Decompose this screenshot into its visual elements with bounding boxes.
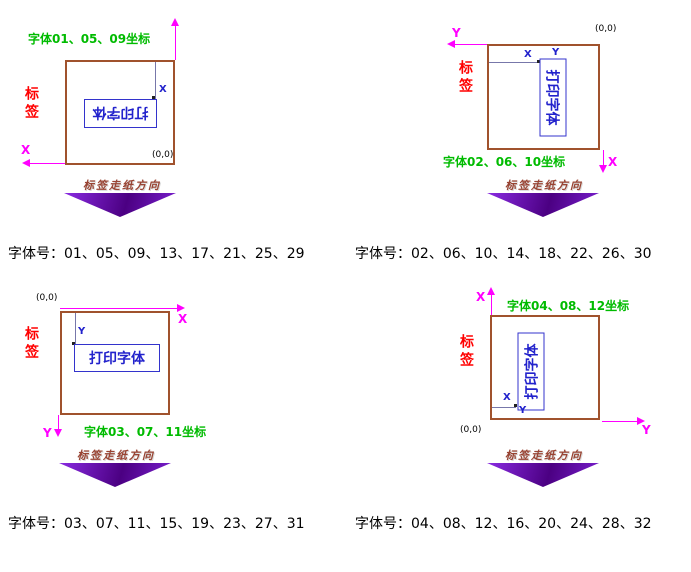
font-numbers-caption: 字体号：01、05、09、13、17、21、25、29 — [8, 246, 305, 262]
x-axis-line — [60, 308, 178, 309]
text-origin-connector-line — [492, 407, 516, 408]
y-axis-arrowhead-icon — [54, 429, 62, 437]
y-axis-arrowhead-icon — [171, 18, 179, 26]
box-y-label: Y — [519, 405, 527, 416]
origin-label: (0,0) — [595, 24, 617, 34]
font-numbers-caption: 字体号：03、07、11、15、19、23、27、31 — [8, 516, 305, 532]
x-axis-line — [603, 150, 604, 167]
x-axis-label: X — [608, 155, 618, 169]
feed-direction-label: 标签走纸方向 — [83, 179, 161, 192]
box-y-label: Y — [78, 326, 86, 337]
y-axis-arrowhead-icon — [447, 40, 455, 48]
feed-direction-label: 标签走纸方向 — [77, 449, 155, 462]
y-axis-line — [602, 421, 638, 422]
font-numbers-caption: 字体号：02、06、10、14、18、22、26、30 — [355, 246, 652, 262]
origin-label: (0,0) — [152, 150, 174, 160]
y-axis-label: Y — [452, 26, 461, 40]
y-axis-line — [455, 44, 487, 45]
label-text: 标签 — [457, 60, 473, 96]
print-text-box: 打印字体 — [74, 344, 160, 372]
font-coords-label: 字体02、06、10坐标 — [443, 155, 566, 169]
x-axis-arrowhead-icon — [177, 304, 185, 312]
x-axis-arrowhead-icon — [22, 159, 30, 167]
x-axis-label: X — [476, 290, 486, 304]
feed-direction-arrow-icon — [64, 193, 176, 217]
box-x-label: X — [524, 49, 532, 60]
box-x-label: X — [503, 392, 511, 403]
origin-label: (0,0) — [36, 293, 58, 303]
print-text-box: 打印字体 — [84, 99, 157, 128]
y-axis-label: Y — [642, 423, 651, 437]
y-axis-label: Y — [43, 426, 52, 440]
feed-direction-label: 标签走纸方向 — [505, 449, 583, 462]
x-axis-line — [491, 295, 492, 315]
feed-direction-arrow-icon — [59, 463, 171, 487]
text-origin-connector-line — [155, 62, 156, 99]
x-axis-label: X — [21, 143, 31, 157]
y-axis-line — [58, 415, 59, 431]
font-coords-label: 字体01、05、09坐标 — [28, 32, 151, 46]
text-origin-dot — [537, 60, 540, 63]
feed-direction-arrow-icon — [487, 463, 599, 487]
label-text: 标签 — [458, 334, 474, 370]
box-x-label: X — [159, 84, 167, 95]
text-origin-connector-line — [489, 62, 538, 63]
text-origin-dot — [514, 404, 517, 407]
font-coords-label: 字体03、07、11坐标 — [84, 425, 207, 439]
box-y-label: Y — [552, 47, 560, 58]
text-origin-dot — [72, 342, 75, 345]
feed-direction-arrow-icon — [487, 193, 599, 217]
x-axis-line — [30, 163, 65, 164]
font-coords-label: 字体04、08、12坐标 — [507, 299, 630, 313]
y-axis-line — [175, 26, 176, 60]
x-axis-arrowhead-icon — [599, 165, 607, 173]
label-text: 标签 — [23, 326, 39, 362]
text-origin-dot — [152, 96, 155, 99]
x-axis-arrowhead-icon — [487, 287, 495, 295]
text-origin-connector-line — [75, 313, 76, 344]
label-text: 标签 — [23, 86, 39, 122]
y-axis-arrowhead-icon — [637, 417, 645, 425]
print-text-box: 打印字体 — [539, 58, 567, 137]
feed-direction-label: 标签走纸方向 — [505, 179, 583, 192]
origin-label: (0,0) — [460, 425, 482, 435]
font-numbers-caption: 字体号：04、08、12、16、20、24、28、32 — [355, 516, 652, 532]
print-text-box: 打印字体 — [517, 332, 545, 411]
x-axis-label: X — [178, 312, 188, 326]
label-rect — [490, 315, 600, 420]
